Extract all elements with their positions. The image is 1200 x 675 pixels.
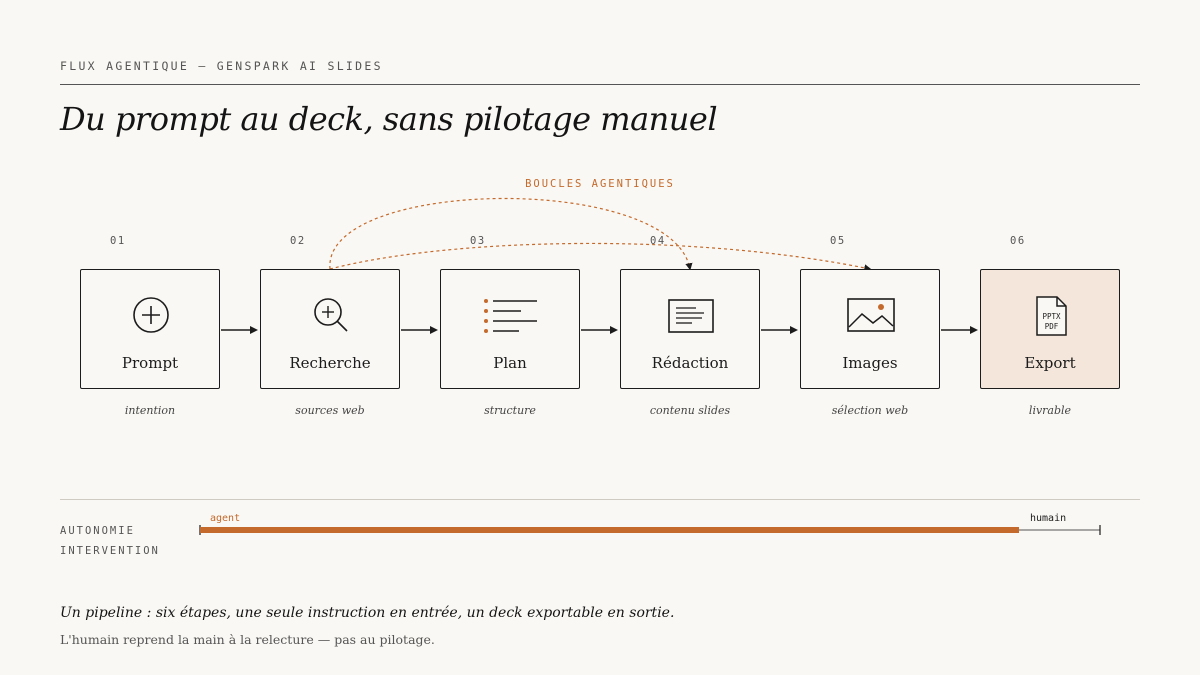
step-box-prompt: Prompt xyxy=(80,269,220,389)
step-caption: sources web xyxy=(295,404,365,417)
loop-arrow-recherche-redaction xyxy=(329,197,693,271)
step-label: Prompt xyxy=(121,354,179,372)
flow-arrow xyxy=(581,326,618,334)
footer-headline: Un pipeline : six étapes, une seule inst… xyxy=(60,605,675,621)
step-number: 06 xyxy=(1010,235,1026,247)
step-box-export: PPTX PDF Export xyxy=(980,269,1120,389)
step-number: 05 xyxy=(830,235,846,247)
step-caption: sélection web xyxy=(831,404,909,417)
step-caption: livrable xyxy=(1028,404,1072,417)
agent-label: agent xyxy=(210,513,241,524)
intervention-label: INTERVENTION xyxy=(60,545,160,557)
loop-arrow-recherche-images xyxy=(329,242,872,272)
file-icon: PPTX PDF xyxy=(1036,296,1067,336)
autonomy-bar xyxy=(199,525,1101,535)
step-label: Rédaction xyxy=(651,354,729,372)
footer-subtext: L'humain reprend la main à la relecture … xyxy=(60,632,435,647)
step-number: 03 xyxy=(470,235,486,247)
step-caption: contenu slides xyxy=(649,404,731,417)
step-number: 04 xyxy=(650,235,666,247)
page-title: Du prompt au deck, sans pilotage manuel xyxy=(60,100,718,138)
document-text-icon xyxy=(668,299,714,333)
step-label: Images xyxy=(842,354,898,372)
step-number: 02 xyxy=(290,235,306,247)
plus-circle-icon xyxy=(133,297,169,333)
flow-arrow xyxy=(401,326,438,334)
step-caption: structure xyxy=(484,404,536,417)
step-box-plan: Plan xyxy=(440,269,580,389)
file-label-pdf: PDF xyxy=(1045,322,1059,331)
outline-list-icon xyxy=(484,299,537,333)
loops-label: BOUCLES AGENTIQUES xyxy=(525,178,675,190)
step-label: Recherche xyxy=(289,354,371,372)
flow-arrow xyxy=(941,326,978,334)
image-icon xyxy=(847,298,895,332)
step-label: Export xyxy=(1024,354,1076,372)
eyebrow: FLUX AGENTIQUE — GENSPARK AI SLIDES xyxy=(60,59,383,73)
bar-agent-segment xyxy=(200,527,1019,533)
step-box-recherche: Recherche xyxy=(260,269,400,389)
file-label-pptx: PPTX xyxy=(1042,312,1061,321)
search-plus-icon xyxy=(314,298,348,332)
flow-arrow xyxy=(761,326,798,334)
step-box-redaction: Rédaction xyxy=(620,269,760,389)
step-label: Plan xyxy=(493,354,527,372)
step-box-images: Images xyxy=(800,269,940,389)
section-divider xyxy=(60,499,1140,500)
human-label: humain xyxy=(1030,513,1067,524)
header-rule xyxy=(60,84,1140,85)
step-caption: intention xyxy=(124,404,176,417)
autonomy-label: AUTONOMIE xyxy=(60,525,135,537)
flow-arrow xyxy=(221,326,258,334)
step-number: 01 xyxy=(110,235,126,247)
agentic-loops xyxy=(329,197,872,272)
